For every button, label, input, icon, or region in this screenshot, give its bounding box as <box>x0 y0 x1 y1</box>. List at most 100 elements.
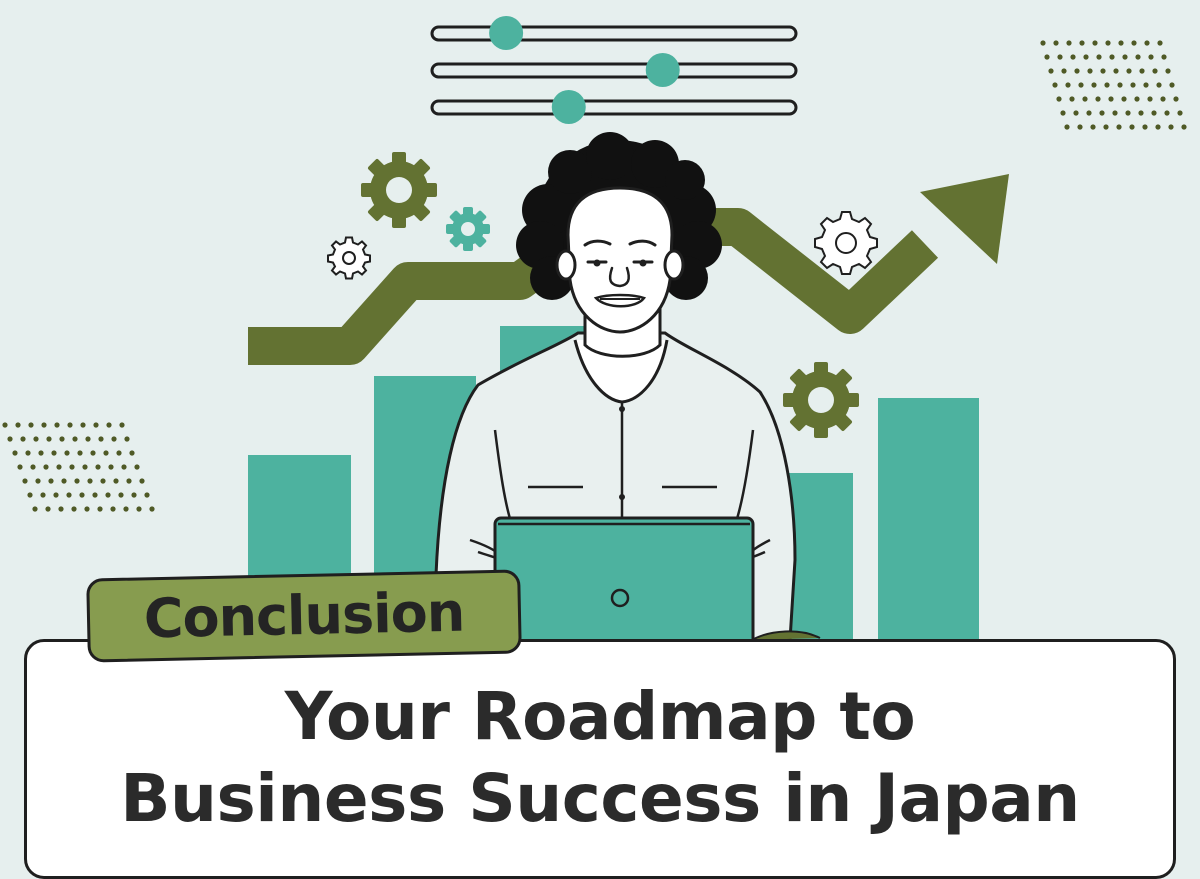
dot <box>1138 110 1144 116</box>
dot <box>1160 96 1166 102</box>
dot <box>1048 68 1054 74</box>
dot <box>119 422 125 428</box>
dot <box>1105 40 1111 46</box>
dot <box>113 478 119 484</box>
dot <box>1156 82 1162 88</box>
dot <box>1148 54 1154 60</box>
dot <box>1139 68 1145 74</box>
dot <box>1173 96 1179 102</box>
dot <box>124 436 130 442</box>
dot-pattern-icon <box>2 422 155 512</box>
dot <box>1082 96 1088 102</box>
dot <box>69 464 75 470</box>
dot <box>1134 96 1140 102</box>
dot <box>1165 68 1171 74</box>
dot <box>1078 82 1084 88</box>
dot <box>1112 110 1118 116</box>
gear-icon <box>361 152 437 228</box>
dot <box>1116 124 1122 130</box>
dot <box>1070 54 1076 60</box>
section-tag: Conclusion <box>86 569 522 663</box>
dot <box>84 506 90 512</box>
dot <box>1099 110 1105 116</box>
dot <box>98 436 104 442</box>
dot <box>38 450 44 456</box>
dot <box>1135 54 1141 60</box>
dot <box>7 436 13 442</box>
dot <box>106 422 112 428</box>
dot <box>1061 68 1067 74</box>
dot <box>121 464 127 470</box>
illustration <box>2 16 1187 660</box>
dot <box>1177 110 1183 116</box>
dot <box>1151 110 1157 116</box>
dot <box>1129 124 1135 130</box>
dot <box>1083 54 1089 60</box>
dot <box>48 478 54 484</box>
dot <box>105 492 111 498</box>
dot <box>28 422 34 428</box>
dot <box>1126 68 1132 74</box>
slider-knob <box>489 16 524 50</box>
dot <box>134 464 140 470</box>
dot <box>1118 40 1124 46</box>
dot <box>108 464 114 470</box>
dot <box>1121 96 1127 102</box>
dot <box>45 506 51 512</box>
dot <box>53 492 59 498</box>
dot <box>27 492 33 498</box>
dot <box>54 422 60 428</box>
dot <box>41 422 47 428</box>
dot <box>1053 40 1059 46</box>
dot <box>25 450 31 456</box>
dot <box>66 492 72 498</box>
dot <box>1103 124 1109 130</box>
dot <box>123 506 129 512</box>
dot <box>118 492 124 498</box>
dot <box>67 422 73 428</box>
gear-icon <box>327 236 371 280</box>
dot <box>1108 96 1114 102</box>
dot <box>90 450 96 456</box>
page-title-line-2: Business Success in Japan <box>120 760 1080 837</box>
dot <box>1096 54 1102 60</box>
dot <box>1073 110 1079 116</box>
dot <box>97 506 103 512</box>
dot <box>1040 40 1046 46</box>
dot <box>1077 124 1083 130</box>
dot <box>2 422 8 428</box>
dot <box>56 464 62 470</box>
dot <box>74 478 80 484</box>
dot <box>17 464 23 470</box>
dot <box>149 506 155 512</box>
dot <box>1074 68 1080 74</box>
page-title-line-1: Your Roadmap to <box>284 678 916 755</box>
dot <box>1092 40 1098 46</box>
section-tag-label: Conclusion <box>143 580 465 651</box>
dot <box>1143 82 1149 88</box>
page-title: Your Roadmap to Business Success in Japa… <box>24 676 1176 840</box>
dot <box>1157 40 1163 46</box>
dot <box>77 450 83 456</box>
dot <box>129 450 135 456</box>
dot <box>1091 82 1097 88</box>
dot <box>1147 96 1153 102</box>
dot <box>46 436 52 442</box>
dot <box>136 506 142 512</box>
dot <box>1142 124 1148 130</box>
dot <box>80 422 86 428</box>
dot <box>71 506 77 512</box>
dot <box>22 478 28 484</box>
dot <box>72 436 78 442</box>
dot <box>1065 82 1071 88</box>
dot <box>126 478 132 484</box>
dot <box>1144 40 1150 46</box>
dot <box>1066 40 1072 46</box>
dot <box>30 464 36 470</box>
dot <box>1122 54 1128 60</box>
dot <box>1056 96 1062 102</box>
dot <box>110 506 116 512</box>
dot <box>1161 54 1167 60</box>
dot <box>1169 82 1175 88</box>
dot <box>1109 54 1115 60</box>
